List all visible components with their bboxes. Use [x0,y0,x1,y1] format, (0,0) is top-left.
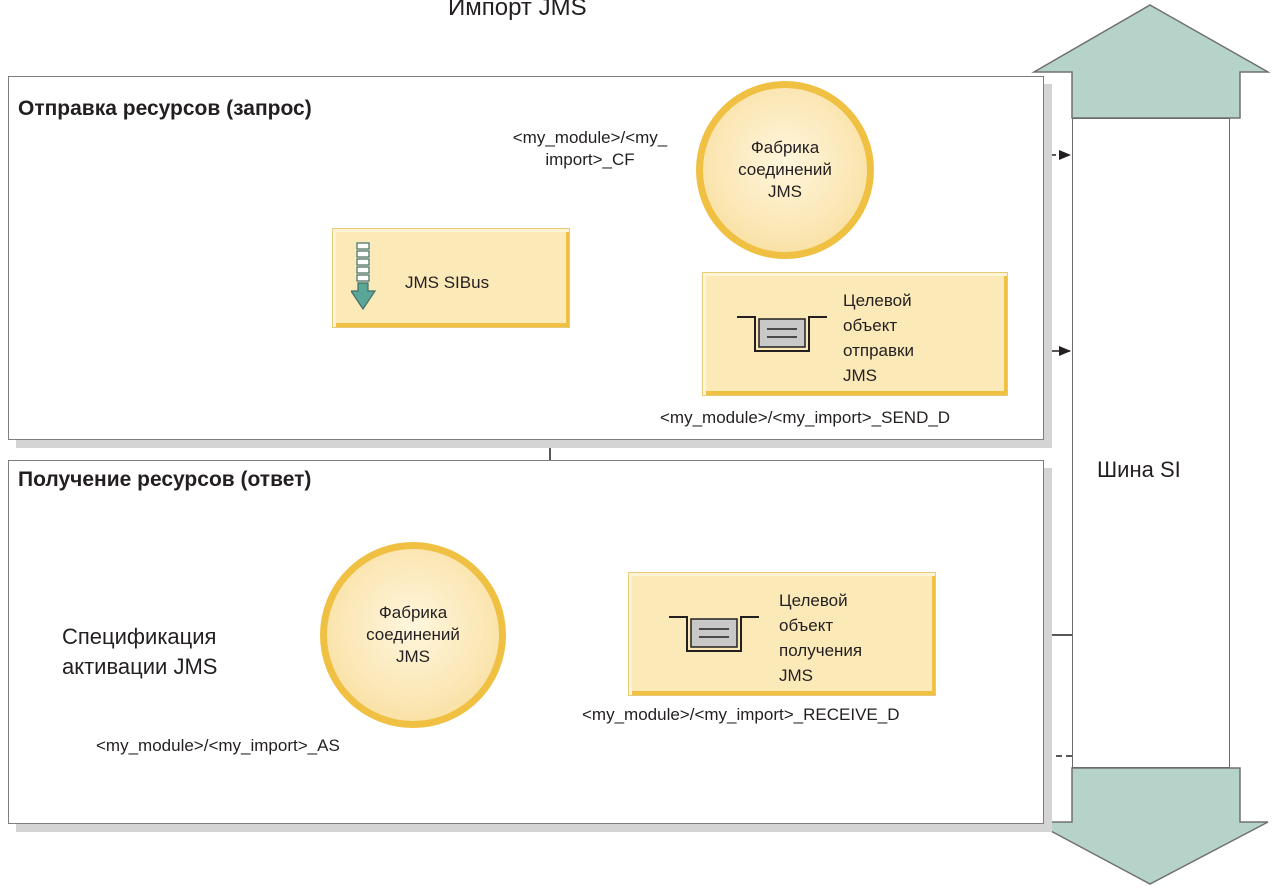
receive-destination-box: Целевой объект получения JMS [628,572,936,696]
jms-sibus-box: JMS SIBus [332,228,570,328]
bus-arrow-down-icon [1033,767,1269,885]
receive-d-jndi-name: <my_module>/<my_import>_RECEIVE_D [582,705,900,724]
send-cf-label: Фабрика соединений JMS [738,138,832,201]
sibus-label: JMS SIBus [405,273,490,292]
receive-connection-factory: Фабрика соединений JMS [320,542,506,728]
receive-panel-title: Получение ресурсов (ответ) [18,468,312,491]
send-connection-factory: Фабрика соединений JMS [696,81,874,259]
bus-arrow-up-icon [1031,4,1271,119]
as-jndi-name: <my_module>/<my_import>_AS [96,736,340,755]
receive-cf-label: Фабрика соединений JMS [366,603,460,666]
si-bus: Шина SI [1072,118,1230,768]
send-destination-box: Целевой объект отправки JMS [702,272,1008,396]
send-panel-title: Отправка ресурсов (запрос) [18,97,312,120]
send-d-jndi-name: <my_module>/<my_import>_SEND_D [660,408,951,427]
sibus-queue-icon [351,242,377,311]
activation-spec-label: Спецификация активации JMS [62,624,218,679]
send-queue-icon [737,316,827,352]
diagram-title: Импорт JMS [448,0,587,21]
receive-destination-label: Целевой объект получения JMS [779,591,863,685]
send-destination-label: Целевой объект отправки JMS [843,291,914,385]
si-bus-label: Шина SI [1097,457,1181,482]
receive-queue-icon [669,616,759,652]
cf-jndi-name: <my_module>/<my_ import>_CF [512,128,668,169]
